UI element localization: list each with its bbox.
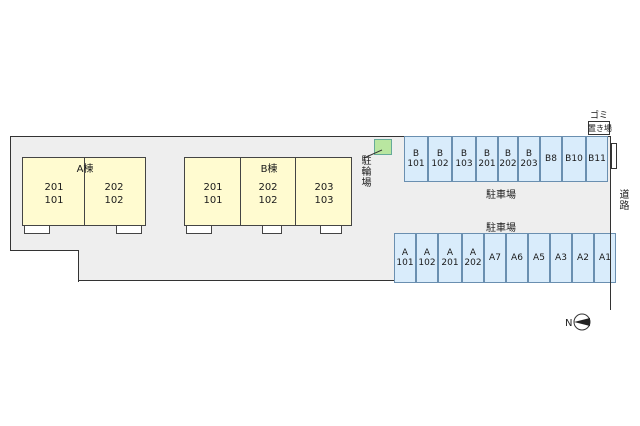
unit-divider: [295, 158, 296, 225]
slot-line: 101: [407, 159, 425, 169]
slot-line: A6: [511, 253, 523, 263]
unit-number-lower: 101: [44, 195, 64, 206]
parking-slot: B 103: [452, 136, 476, 182]
parking-slot: A6: [506, 233, 528, 283]
slot-line: B: [525, 149, 533, 159]
slot-line: A7: [489, 253, 501, 263]
unit-b-2: 202 102: [258, 181, 277, 207]
unit-number-upper: 202: [104, 182, 124, 193]
north-arrow-icon: N: [565, 313, 591, 331]
garbage-label-line1: ゴミ: [590, 111, 609, 121]
unit-number-upper: 202: [258, 182, 278, 193]
parking-slot: A 201: [438, 233, 462, 283]
slot-line: B8: [545, 154, 557, 164]
label-char: 輪: [361, 167, 372, 178]
slot-line: 201: [478, 159, 496, 169]
unit-number-lower: 103: [314, 195, 334, 206]
building-b-name: B棟: [260, 164, 278, 175]
parking-slot: A 102: [416, 233, 438, 283]
garbage-area: [588, 121, 610, 135]
slot-line: 102: [431, 159, 449, 169]
gate: [611, 143, 617, 169]
parking-slot: A5: [528, 233, 550, 283]
slot-line: A5: [533, 253, 545, 263]
parking-slot: B 201: [476, 136, 498, 182]
parking-slot: B 202: [498, 136, 518, 182]
label-char: 道: [619, 190, 630, 201]
slot-line: B: [483, 149, 491, 159]
parking-slot: B 203: [518, 136, 540, 182]
slot-line: A: [401, 248, 409, 258]
slot-line: 202: [499, 159, 517, 169]
unit-divider: [84, 158, 85, 225]
slot-line: A1: [599, 253, 611, 263]
slot-line: B: [412, 149, 420, 159]
slot-line: B10: [565, 154, 583, 164]
parking-slot: B10: [562, 136, 586, 182]
unit-b-3: 203 103: [314, 181, 333, 207]
slot-line: 203: [520, 159, 538, 169]
slot-line: A2: [577, 253, 589, 263]
bicycle-parking-area: [374, 139, 392, 155]
parking-slot: A 101: [394, 233, 416, 283]
unit-number-upper: 201: [203, 182, 223, 193]
unit-a-1: 201 101: [44, 181, 63, 207]
slot-line: 202: [464, 258, 482, 268]
label-char: 場: [361, 178, 372, 189]
parking-slot: B8: [540, 136, 562, 182]
label-char: 駐: [361, 156, 372, 167]
parking-bottom-label: 駐車場: [486, 223, 516, 234]
label-char: 路: [619, 201, 630, 212]
entrance-step: [24, 225, 50, 234]
unit-number-lower: 102: [258, 195, 278, 206]
slot-line: B: [504, 149, 512, 159]
unit-b-1: 201 101: [203, 181, 222, 207]
slot-line: 102: [418, 258, 436, 268]
slot-line: 101: [396, 258, 414, 268]
unit-number-lower: 101: [203, 195, 223, 206]
parking-slot: A2: [572, 233, 594, 283]
parking-slot: B 102: [428, 136, 452, 182]
site-boundary: [78, 280, 610, 281]
bicycle-marker-icon: [363, 149, 383, 159]
entrance-step: [320, 225, 342, 234]
unit-number-upper: 201: [44, 182, 64, 193]
slot-line: A3: [555, 253, 567, 263]
parking-slot: B11: [586, 136, 608, 182]
entrance-step: [186, 225, 212, 234]
slot-line: A: [423, 248, 431, 258]
building-a: A棟 201 101 202 102: [22, 157, 146, 226]
unit-divider: [240, 158, 241, 225]
building-b: B棟 201 101 202 102 203 103: [184, 157, 352, 226]
site-notch: [10, 250, 79, 282]
bicycle-parking-label: 駐 輪 場: [361, 156, 372, 189]
slot-line: B: [436, 149, 444, 159]
parking-slot: B 101: [404, 136, 428, 182]
road-edge: [610, 136, 611, 310]
parking-slot: A1: [594, 233, 616, 283]
building-a-name: A棟: [76, 164, 94, 175]
slot-line: 201: [441, 258, 459, 268]
garbage-label-line2: 置き場: [588, 124, 612, 133]
compass-label: N: [565, 318, 572, 329]
parking-top-label: 駐車場: [486, 190, 516, 201]
slot-line: A: [446, 248, 454, 258]
slot-line: B11: [588, 154, 606, 164]
unit-a-2: 202 102: [104, 181, 123, 207]
unit-number-lower: 102: [104, 195, 124, 206]
parking-slot: A7: [484, 233, 506, 283]
entrance-step: [116, 225, 142, 234]
parking-slot: A 202: [462, 233, 484, 283]
slot-line: B: [460, 149, 468, 159]
slot-line: 103: [455, 159, 473, 169]
slot-line: A: [469, 248, 477, 258]
parking-slot: A3: [550, 233, 572, 283]
road-label: 道 路: [619, 190, 630, 212]
unit-number-upper: 203: [314, 182, 334, 193]
entrance-step: [262, 225, 282, 234]
